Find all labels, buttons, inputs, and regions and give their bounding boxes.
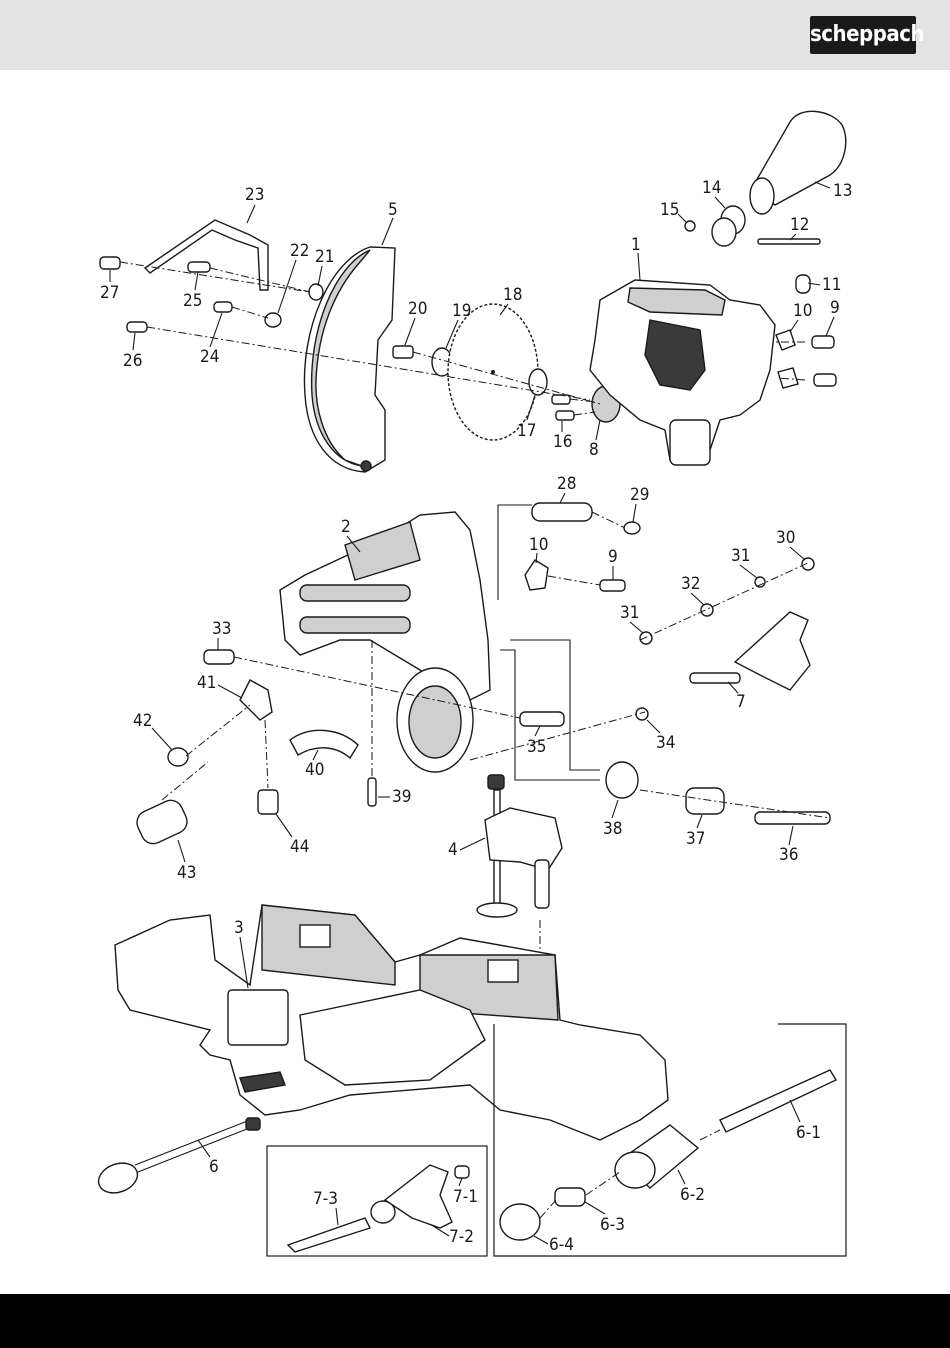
label-2: 2 xyxy=(341,517,351,537)
label-17: 17 xyxy=(517,421,536,441)
label-15: 15 xyxy=(660,200,679,220)
label-25: 25 xyxy=(183,291,202,311)
label-31b: 31 xyxy=(620,603,639,623)
label-7-3: 7-3 xyxy=(313,1189,338,1209)
label-3: 3 xyxy=(234,918,244,938)
part-13-handle xyxy=(750,111,846,214)
label-11: 11 xyxy=(822,275,841,295)
label-9a: 9 xyxy=(830,298,840,318)
part-7-locking-knob xyxy=(690,612,810,690)
label-9b: 9 xyxy=(608,547,618,567)
label-8: 8 xyxy=(589,440,599,460)
label-22: 22 xyxy=(290,241,309,261)
brand-logo: scheppach xyxy=(810,16,916,54)
label-43: 43 xyxy=(177,863,196,883)
part-5-blade-guard xyxy=(304,247,395,472)
label-10a: 10 xyxy=(793,301,812,321)
label-6-2: 6-2 xyxy=(680,1185,705,1205)
label-16: 16 xyxy=(553,432,572,452)
label-5: 5 xyxy=(388,200,398,220)
exploded-parts-diagram: 23 5 22 21 27 25 24 26 20 19 18 17 16 8 … xyxy=(0,70,950,1294)
label-40: 40 xyxy=(305,760,324,780)
label-42: 42 xyxy=(133,711,152,731)
label-32: 32 xyxy=(681,574,700,594)
label-1: 1 xyxy=(631,235,641,255)
page-footer xyxy=(0,1294,950,1348)
label-30: 30 xyxy=(776,528,795,548)
label-38: 38 xyxy=(603,819,622,839)
label-4: 4 xyxy=(448,840,458,860)
part-18-saw-blade xyxy=(448,304,538,440)
label-28: 28 xyxy=(557,474,576,494)
label-6: 6 xyxy=(209,1157,219,1177)
label-27: 27 xyxy=(100,283,119,303)
label-7: 7 xyxy=(736,692,746,712)
label-7-1: 7-1 xyxy=(453,1187,478,1207)
label-14: 14 xyxy=(702,178,721,198)
label-19: 19 xyxy=(452,301,471,321)
label-7-2: 7-2 xyxy=(449,1227,474,1247)
label-26: 26 xyxy=(123,351,142,371)
label-41: 41 xyxy=(197,673,216,693)
label-6-1: 6-1 xyxy=(796,1123,821,1143)
label-35: 35 xyxy=(527,737,546,757)
label-21: 21 xyxy=(315,247,334,267)
label-29: 29 xyxy=(630,485,649,505)
label-33: 33 xyxy=(212,619,231,639)
label-44: 44 xyxy=(290,837,309,857)
parts-28-34 xyxy=(525,503,814,720)
part-23-bracket xyxy=(145,220,268,290)
part-4-depth-stop xyxy=(477,775,562,917)
label-12: 12 xyxy=(790,215,809,235)
label-18: 18 xyxy=(503,285,522,305)
label-10b: 10 xyxy=(529,535,548,555)
label-34: 34 xyxy=(656,733,675,753)
part-19-20-flange xyxy=(393,346,452,376)
part-3-base xyxy=(115,905,668,1140)
label-23: 23 xyxy=(245,185,264,205)
label-37: 37 xyxy=(686,829,705,849)
part-6-knob-rod xyxy=(94,1118,260,1198)
label-13: 13 xyxy=(833,181,852,201)
label-20: 20 xyxy=(408,299,427,319)
parts-36-38 xyxy=(606,762,830,824)
label-36: 36 xyxy=(779,845,798,865)
label-31a: 31 xyxy=(731,546,750,566)
page-header: scheppach xyxy=(0,0,950,70)
label-6-4: 6-4 xyxy=(549,1235,574,1255)
label-39: 39 xyxy=(392,787,411,807)
part-1-motor-head xyxy=(590,280,775,465)
label-6-3: 6-3 xyxy=(600,1215,625,1235)
label-24: 24 xyxy=(200,347,219,367)
